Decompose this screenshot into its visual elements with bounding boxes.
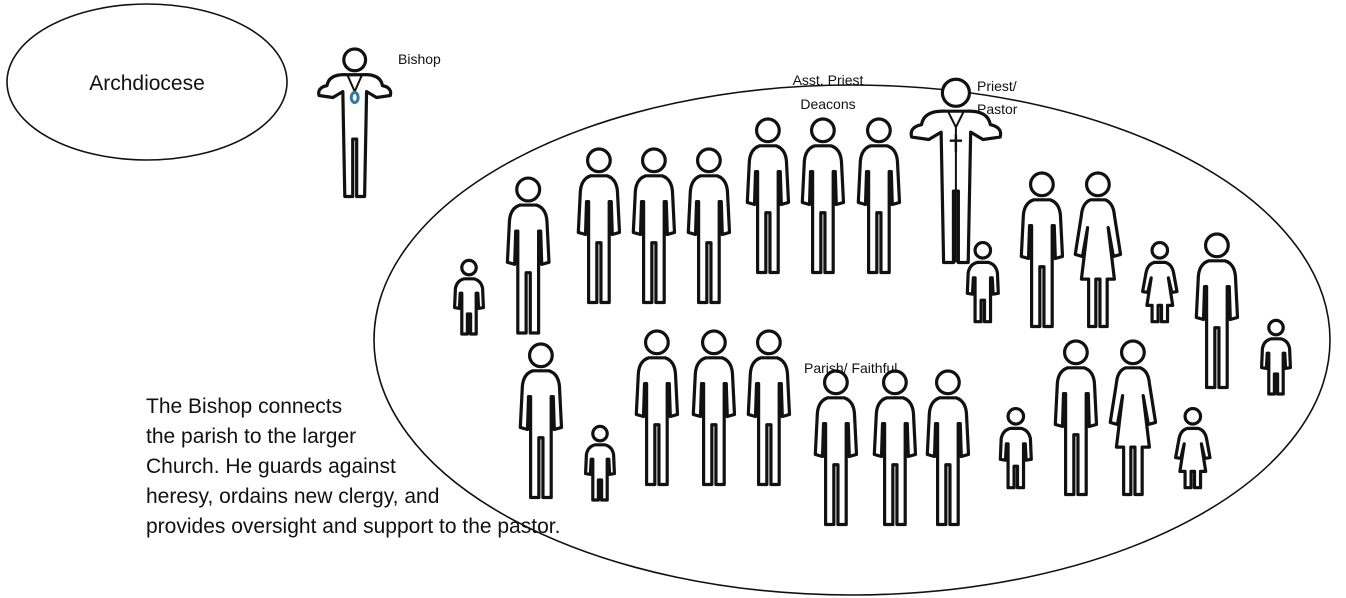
archdiocese-ellipse [6,3,288,161]
bishop-label: Bishop [398,51,441,67]
asst-priest-label: Asst. Priest [793,72,864,88]
person-icon [1053,339,1099,497]
caption-line: The Bishop connects [146,395,343,418]
person-icon [634,329,680,487]
person-icon [505,176,551,335]
caption-text: The Bishop connects the parish to the la… [146,392,846,542]
deacon-icon [745,117,791,275]
caption-line: Church. He guards against [146,455,396,478]
person-icon [691,329,737,487]
person-icon [631,147,677,305]
deacon-icon [856,117,902,275]
caption-line: the parish to the larger [146,425,357,448]
girl-icon [1141,240,1179,324]
deacon-icon [800,117,846,275]
child-icon [965,240,1000,324]
person-icon [686,147,732,305]
girl-icon [1174,406,1212,490]
person-icon [925,369,971,527]
woman-icon [1108,339,1158,497]
child-icon [1260,318,1293,396]
deacons-label: Deacons [800,96,855,112]
person-icon [872,369,918,527]
priest-label: Priest/ [977,78,1017,94]
parish-faithful-label: Parish/ Faithful [804,360,897,376]
caption-line: provides oversight and support to the pa… [146,515,561,538]
child-icon [584,424,617,502]
person-icon [1194,232,1240,390]
person-icon [518,342,564,500]
priest-icon [909,77,1003,265]
person-icon [576,147,622,305]
woman-icon [1073,171,1123,329]
archdiocese-label: Archdiocese [89,72,205,95]
person-icon [1019,171,1065,329]
person-icon [746,329,792,487]
child-icon [453,258,486,336]
person-icon [813,369,859,527]
bishop-icon [317,47,393,199]
pastor-label: Pastor [977,101,1018,117]
figures-group [317,47,1293,527]
child-icon [998,406,1033,490]
caption-line: heresy, ordains new clergy, and [146,485,440,508]
parish-ellipse [373,84,1331,596]
